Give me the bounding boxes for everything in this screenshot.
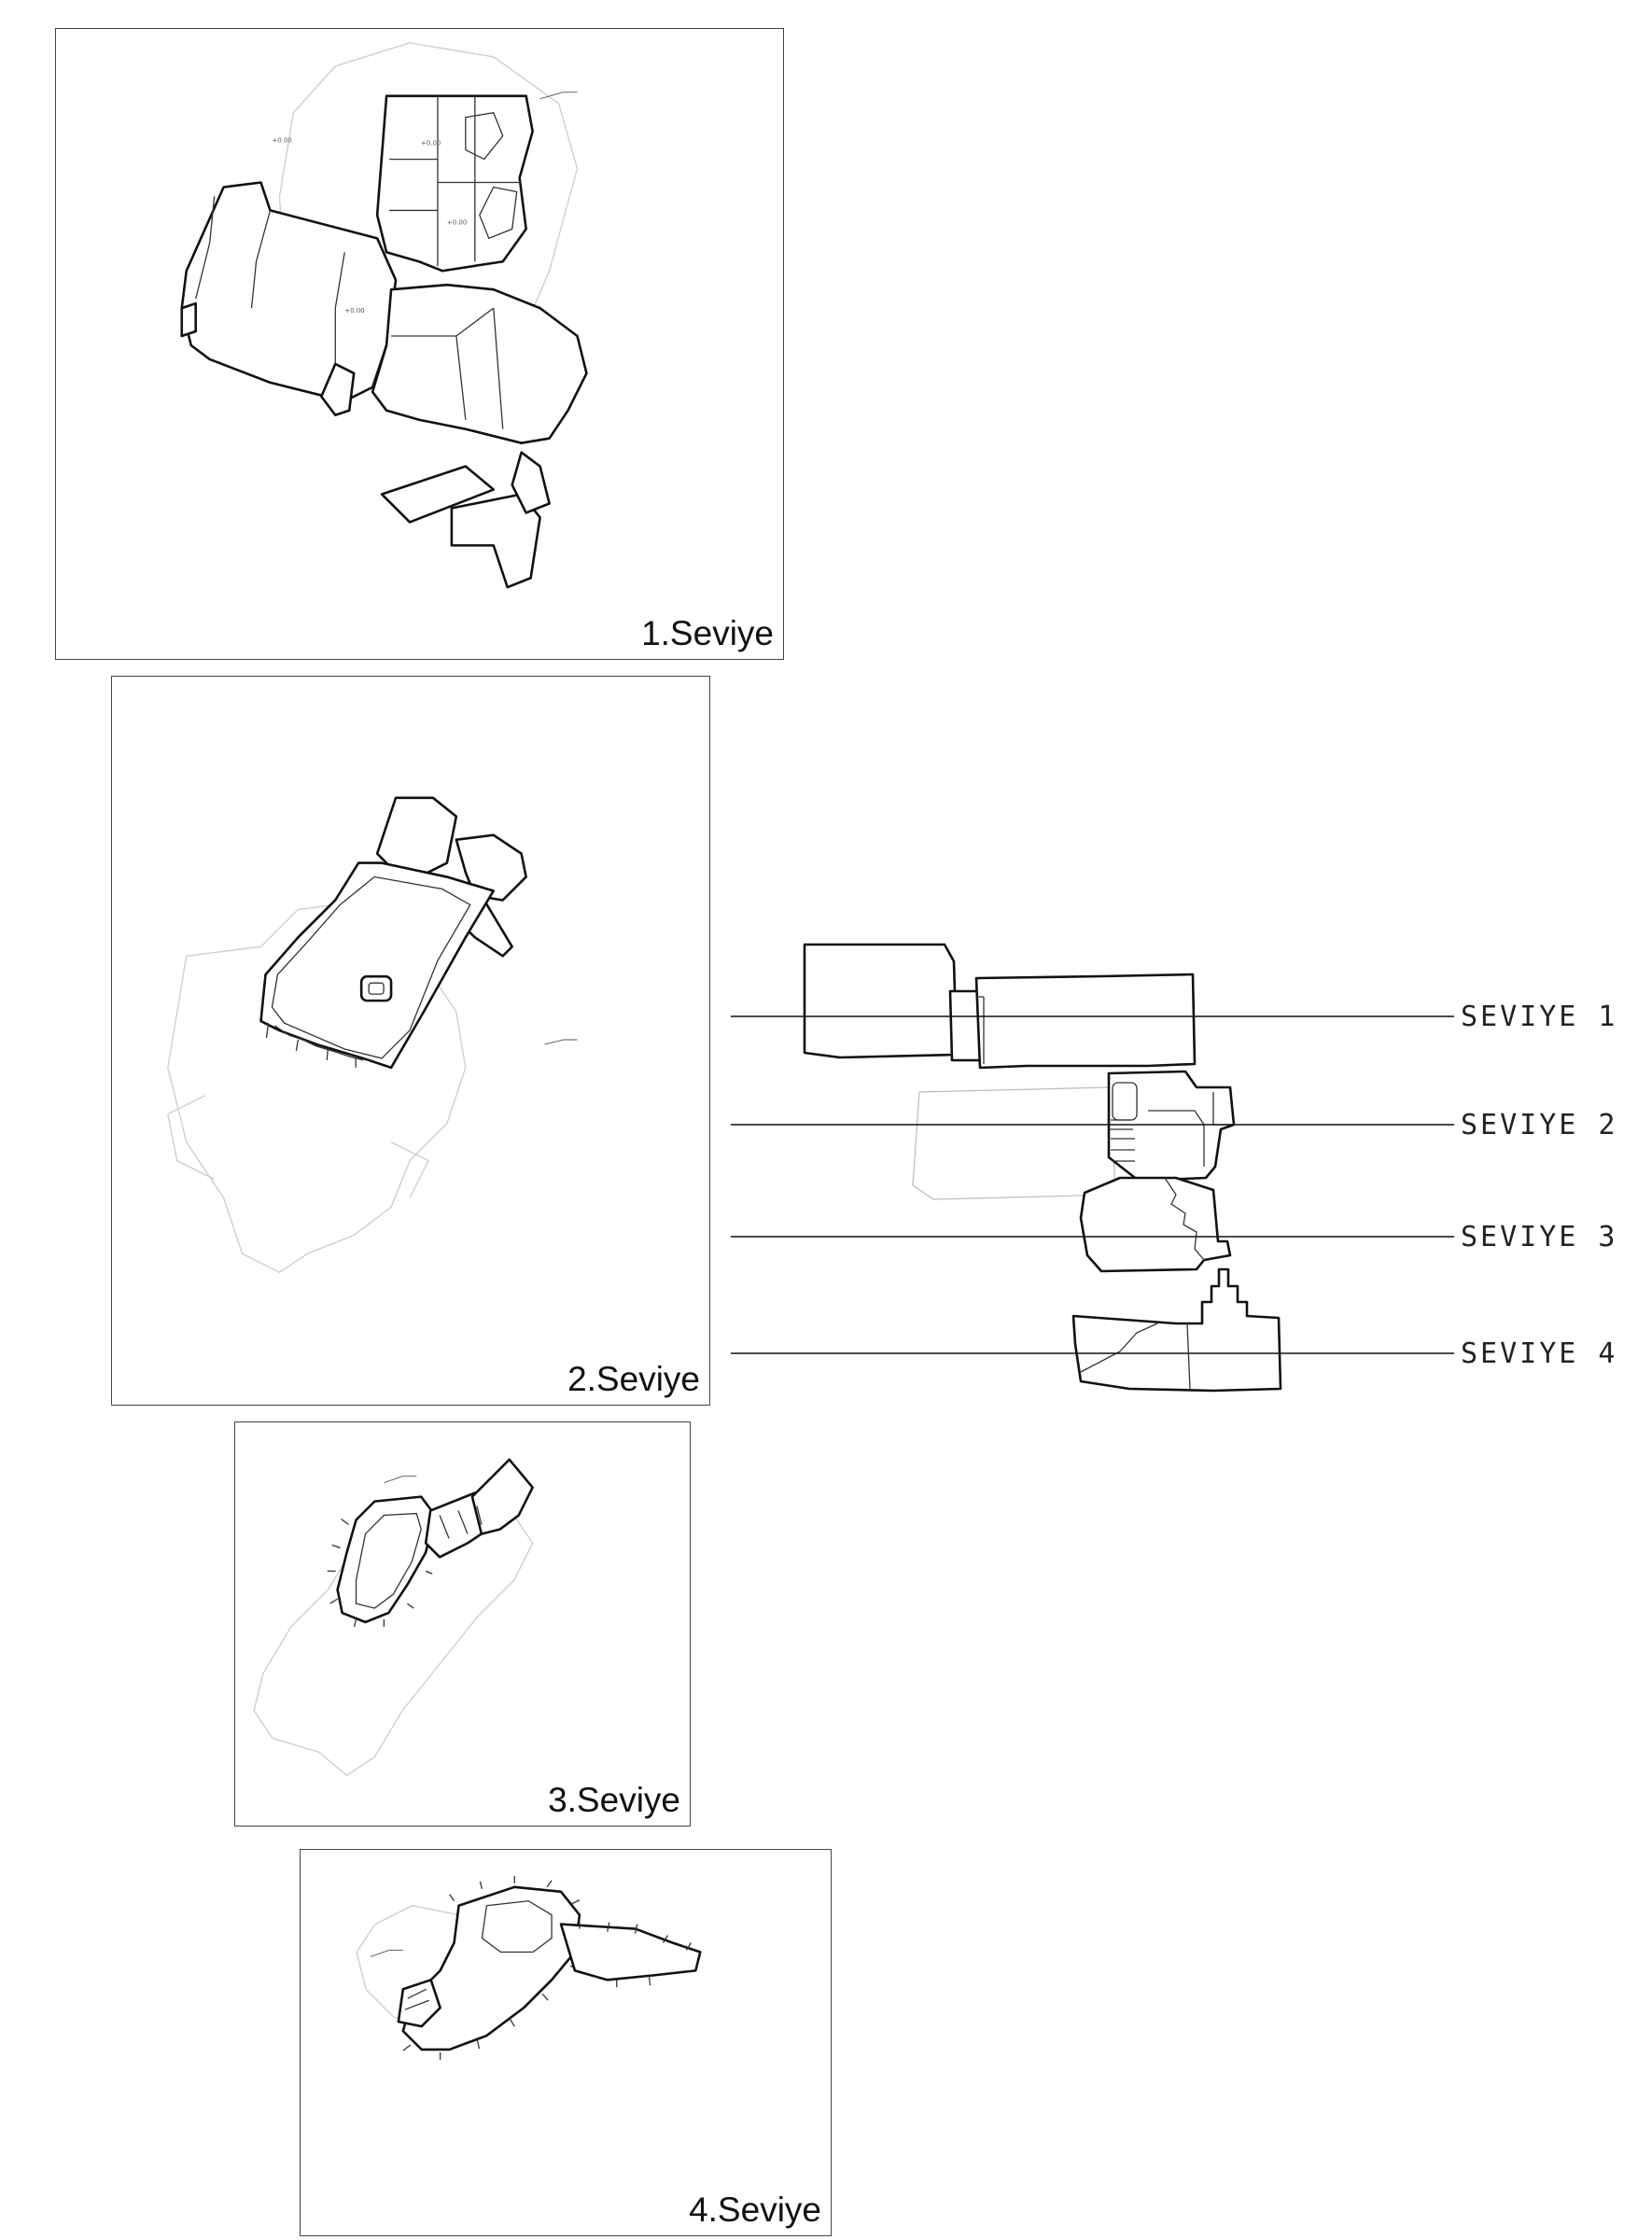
plan-panel-level-3: 3.Seviye: [234, 1421, 691, 1827]
section-block-level-3: [1079, 1176, 1232, 1273]
plan-panel-level-2: 2.Seviye: [111, 676, 710, 1406]
svg-text:+0.00: +0.00: [447, 218, 467, 226]
level-label: SEVIYE 4: [1461, 1337, 1618, 1370]
level-label: SEVIYE 1: [1461, 1001, 1618, 1033]
plan-panel-level-1: +0.00 +0.00 +0.00 +0.00 1.Seviye: [55, 28, 784, 660]
plan-panel-level-4: 4.Seviye: [300, 1849, 832, 2236]
panel-label: 2.Seviye: [567, 1360, 700, 1398]
floor-plan-level-3: [253, 1458, 534, 1777]
section-block-level-4: [1071, 1267, 1282, 1393]
svg-text:+0.00: +0.00: [421, 140, 441, 147]
svg-text:+0.00: +0.00: [272, 137, 291, 145]
panel-label: 1.Seviye: [641, 614, 774, 652]
level-label: SEVIYE 3: [1461, 1221, 1618, 1253]
panel-label: 3.Seviye: [548, 1781, 680, 1819]
floor-plan-level-1: +0.00 +0.00 +0.00 +0.00: [180, 42, 588, 589]
section-block-level-1-connector: [948, 989, 982, 1062]
section-block-level-1-left: [803, 943, 959, 1059]
section-block-level-2: [1107, 1070, 1236, 1183]
panel-label: 4.Seviye: [689, 2191, 821, 2229]
floor-plan-level-2: [167, 796, 578, 1274]
floor-plan-level-4: [356, 1875, 702, 2060]
section-block-level-1-right: [974, 973, 1197, 1070]
svg-text:+0.00: +0.00: [344, 307, 364, 315]
level-label: SEVIYE 2: [1461, 1109, 1618, 1141]
section-ghost-block: [912, 1086, 1116, 1200]
